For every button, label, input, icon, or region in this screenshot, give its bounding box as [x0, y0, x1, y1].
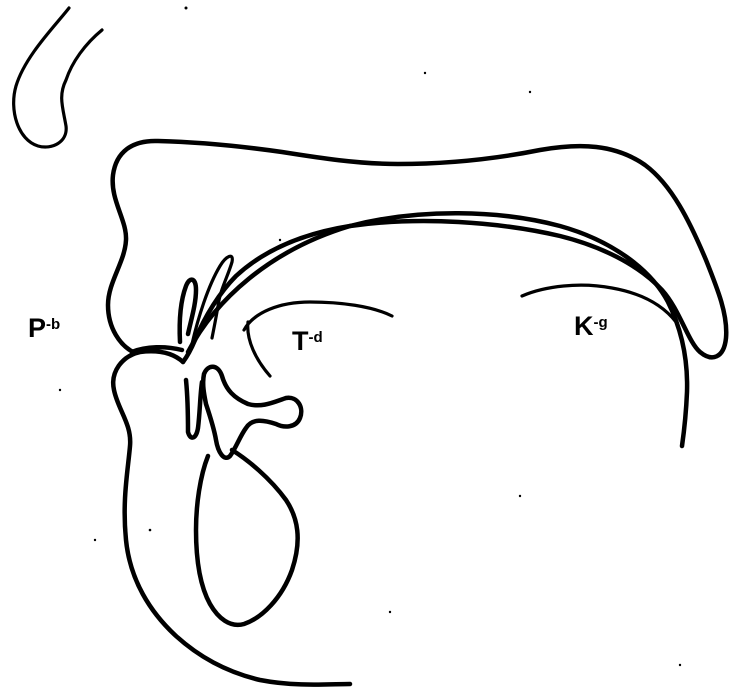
- label-p-sup: -b: [46, 316, 60, 333]
- scan-speck: [389, 611, 391, 613]
- label-t-base: T: [292, 326, 309, 356]
- lower-incisor: [186, 380, 202, 438]
- scan-speck: [279, 239, 281, 241]
- scan-speck: [94, 539, 96, 541]
- label-k-g: K-g: [574, 311, 608, 342]
- scan-speck: [424, 72, 426, 74]
- scan-speck: [59, 389, 61, 391]
- lower-jaw-tooth-root: [203, 367, 301, 458]
- label-k-sup: -g: [594, 314, 608, 331]
- label-p-b: P-b: [28, 313, 60, 344]
- lower-jaw-symphysis: [196, 450, 298, 625]
- label-t-d: T-d: [292, 326, 323, 357]
- scan-speck: [149, 529, 152, 532]
- lower-lip-outline: [113, 351, 350, 684]
- tongue-dorsum-arc: [188, 213, 687, 446]
- scan-speck: [529, 91, 531, 93]
- nose-outline: [14, 8, 102, 147]
- label-p-base: P: [28, 313, 46, 343]
- scan-speck: [679, 664, 681, 666]
- scan-speck: [185, 7, 188, 10]
- label-k-base: K: [574, 311, 594, 341]
- scan-speck: [519, 495, 521, 497]
- label-t-sup: -d: [309, 329, 323, 346]
